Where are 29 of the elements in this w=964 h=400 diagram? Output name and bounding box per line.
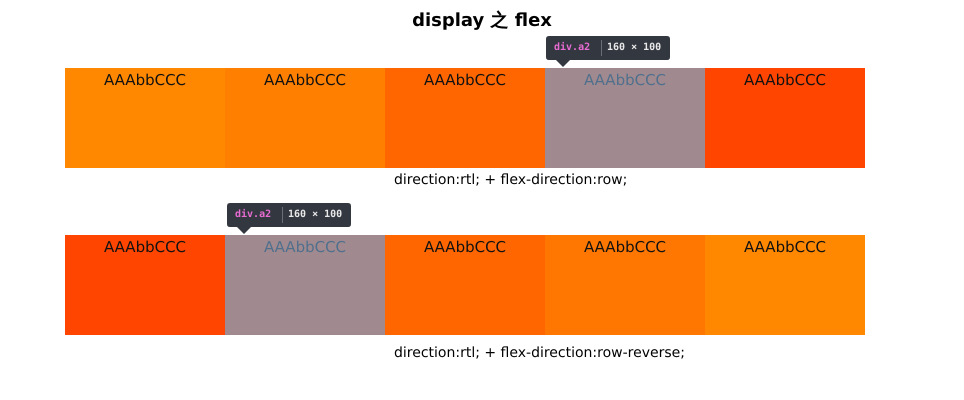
flex-item-box (65, 235, 225, 335)
box-text: AAAbbCCC (264, 238, 346, 256)
page-title: display 之 flex (411, 9, 553, 33)
flex-item-box (225, 235, 385, 335)
flex-item-box (545, 68, 705, 168)
box-text: AAAbbCCC (104, 71, 186, 89)
element-size: 160 × 100 (601, 40, 662, 56)
flex-item-box (225, 68, 385, 168)
box-text: AAAbbCCC (424, 71, 506, 89)
box-text: AAAbbCCC (744, 238, 826, 256)
flex-item-box (545, 235, 705, 335)
flex-item-box (385, 68, 545, 168)
caption-text: direction:rtl; + flex-direction:row; (394, 171, 628, 189)
flex-item-box (385, 235, 545, 335)
flex-item-box (705, 235, 865, 335)
caption-text: direction:rtl; + flex-direction:row-reverse; (394, 344, 685, 362)
box-text: AAAbbCCC (744, 71, 826, 89)
box-text: AAAbbCCC (424, 238, 506, 256)
tooltip (546, 36, 670, 67)
element-selector: div.a2 (554, 40, 590, 55)
element-selector: div.a2 (235, 208, 272, 222)
box-text: AAAbbCCC (104, 238, 186, 256)
flex-item-box (65, 68, 225, 168)
element-size: 160 × 100 (282, 207, 342, 223)
box-text: AAAbbCCC (264, 71, 346, 89)
box-text: AAAbbCCC (584, 238, 666, 256)
tooltip (227, 203, 351, 234)
box-text: AAAbbCCC (584, 71, 666, 89)
flex-item-box (705, 68, 865, 168)
